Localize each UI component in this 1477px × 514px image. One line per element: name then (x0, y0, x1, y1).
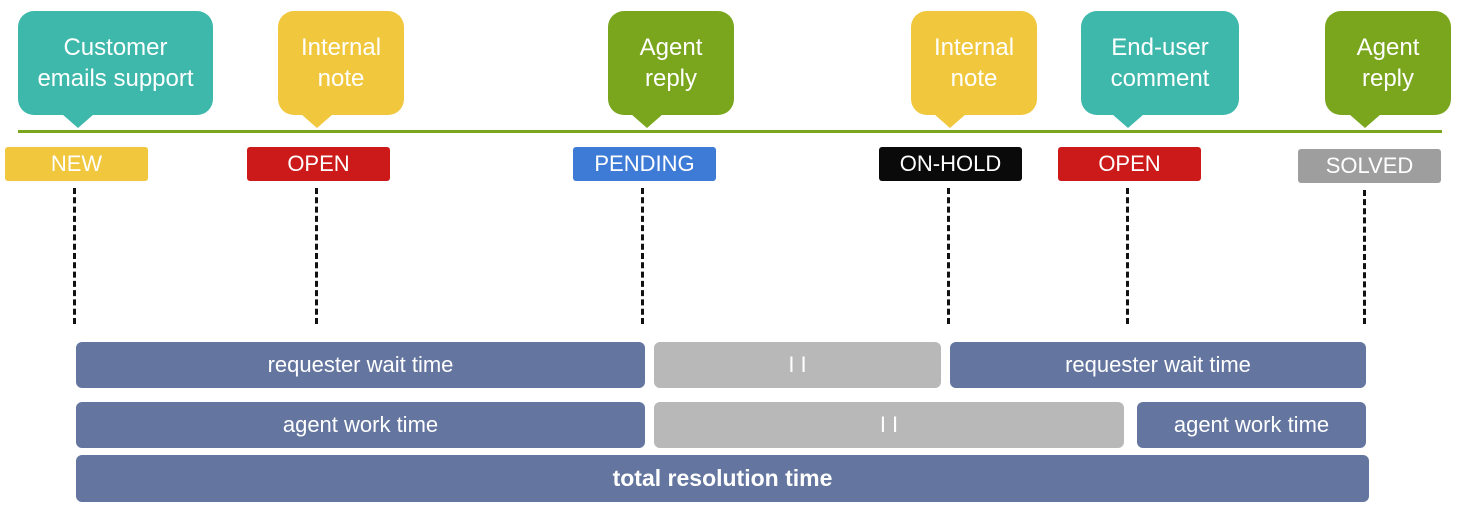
pause-symbol: I I (879, 412, 899, 437)
bar-label: requester wait time (267, 352, 454, 377)
event-label: End-user comment (1110, 34, 1210, 92)
agent-work-paused-bar: I I (654, 402, 1124, 448)
requester-wait-bar-2: requester wait time (950, 342, 1366, 388)
event-bubble-agent-reply-1: Agent reply (608, 11, 734, 128)
bubble-tail (1112, 114, 1144, 128)
status-badge-open-1: OPEN (247, 147, 390, 181)
event-label: Agent reply (1356, 34, 1420, 92)
agent-work-bar-2: agent work time (1137, 402, 1366, 448)
event-label: Internal note (300, 34, 382, 92)
agent-work-bar-1: agent work time (76, 402, 645, 448)
status-connector (1363, 190, 1366, 324)
event-label: Internal note (933, 34, 1015, 92)
timeline-line (18, 130, 1442, 133)
bubble-tail (934, 114, 966, 128)
requester-wait-bar-1: requester wait time (76, 342, 645, 388)
status-badge-pending: PENDING (573, 147, 716, 181)
event-bubble-internal-note-1: Internal note (278, 11, 404, 128)
bubble-tail (1349, 114, 1381, 128)
event-label: Customer emails support (37, 34, 194, 92)
event-label: Agent reply (639, 34, 703, 92)
bubble-tail (631, 114, 663, 128)
status-connector (641, 188, 644, 324)
requester-wait-paused-bar: I I (654, 342, 941, 388)
status-connector (73, 188, 76, 324)
pause-symbol: I I (788, 352, 807, 377)
total-resolution-bar: total resolution time (76, 455, 1369, 502)
event-bubble-end-user-comment: End-user comment (1081, 11, 1239, 128)
event-bubble-agent-reply-2: Agent reply (1325, 11, 1451, 128)
status-badge-solved: SOLVED (1298, 149, 1441, 183)
bar-label: agent work time (282, 412, 439, 437)
status-badge-on-hold: ON-HOLD (879, 147, 1022, 181)
event-bubble-customer-emails: Customer emails support (18, 11, 213, 128)
status-connector (315, 188, 318, 324)
bubble-tail (301, 114, 333, 128)
status-connector (947, 188, 950, 324)
bar-label: agent work time (1173, 412, 1330, 437)
bar-label: requester wait time (1065, 352, 1251, 377)
status-connector (1126, 188, 1129, 324)
status-badge-open-2: OPEN (1058, 147, 1201, 181)
event-bubble-internal-note-2: Internal note (911, 11, 1037, 128)
bar-label: total resolution time (612, 465, 833, 491)
status-badge-new: NEW (5, 147, 148, 181)
bubble-tail (62, 114, 94, 128)
